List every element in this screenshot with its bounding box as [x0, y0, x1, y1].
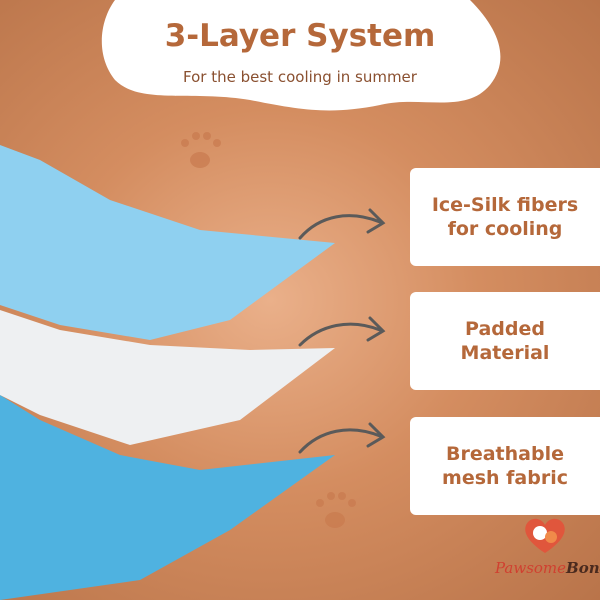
paw-print-icon	[181, 132, 221, 168]
layer-card-middle: Padded Material	[410, 292, 600, 390]
paw-print-icon	[316, 492, 356, 528]
heart-pets-icon	[525, 518, 565, 553]
layer-bottom-mesh	[0, 395, 335, 600]
layer-card-bottom: Breathable mesh fabric	[410, 417, 600, 515]
page-subtitle: For the best cooling in summer	[183, 68, 417, 86]
page-title: 3-Layer System	[164, 18, 436, 54]
layer-middle-padded	[0, 310, 335, 445]
arrow-icon	[298, 316, 386, 347]
logo-text-pawsome: Pawsome	[495, 559, 567, 577]
layer-top-silk	[0, 145, 335, 340]
logo-text-bond: Bond	[566, 559, 600, 577]
arrow-icon	[298, 208, 386, 240]
layer-card-top: Ice-Silk fibers for cooling	[410, 168, 600, 266]
brand-logo: PawsomeBond	[495, 515, 600, 577]
arrow-icon	[298, 422, 386, 454]
